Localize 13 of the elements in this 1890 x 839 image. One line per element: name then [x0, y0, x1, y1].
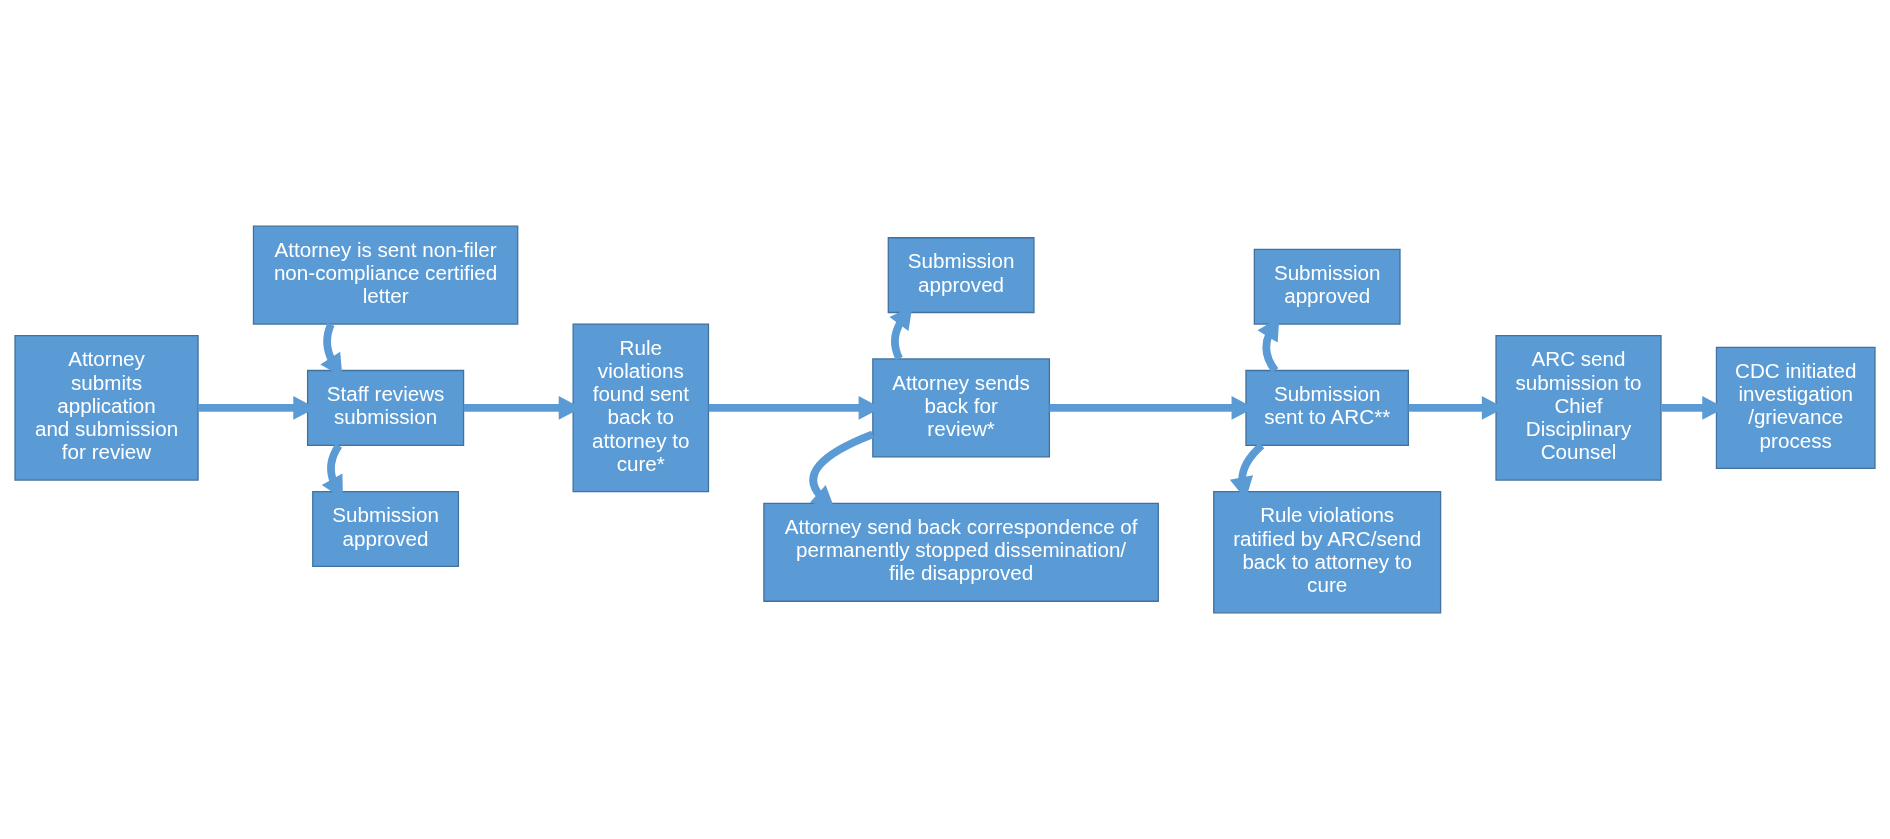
node-box: Attorney send back correspondence of permanently stopped dissemination/ file disapproved [763, 502, 1159, 602]
node-box: Attorney submits application and submission for review [14, 335, 199, 481]
node-box: Submission approved [312, 491, 460, 568]
node-box: CDC initiated investigation /grievance process [1715, 346, 1876, 470]
node-box: Attorney sends back for review* [872, 358, 1051, 458]
node-box: Rule violations found sent back to attorney to cure* [572, 323, 710, 493]
node-box: Submission approved [1253, 248, 1401, 325]
node-box: ARC send submission to Chief Disciplinary Counsel [1495, 335, 1662, 481]
node-box: Submission approved [887, 237, 1035, 314]
node-box: Attorney is sent non-filer non-compliance certified letter [252, 225, 519, 325]
node-box: Submission sent to ARC** [1245, 369, 1410, 446]
node-box: Staff reviews submission [306, 369, 465, 446]
node-box: Rule violations ratified by ARC/send back to attorney to cure [1213, 491, 1442, 614]
